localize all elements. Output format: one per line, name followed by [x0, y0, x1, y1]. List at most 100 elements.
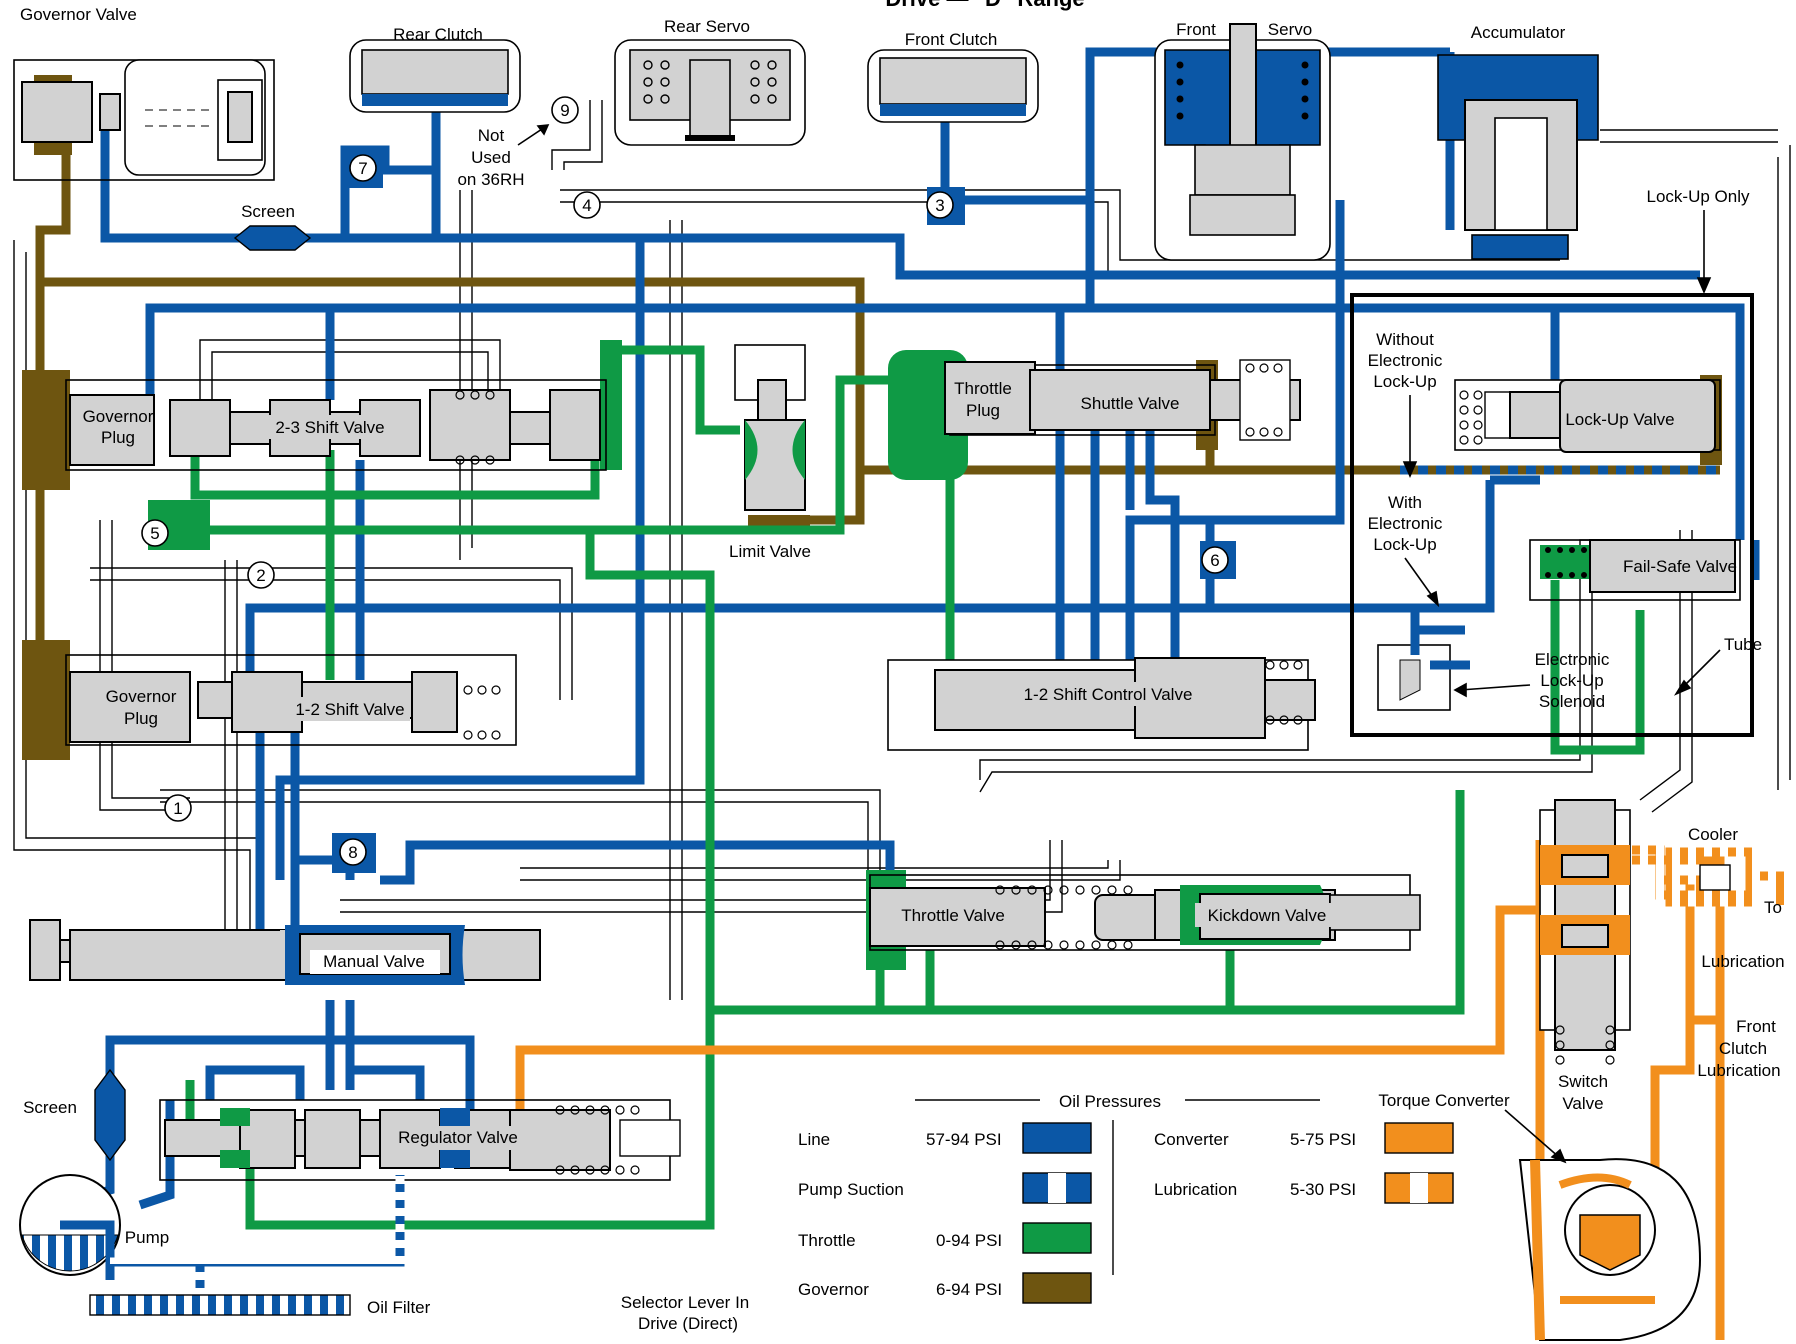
svg-text:Converter: Converter: [1154, 1130, 1229, 1149]
lock-up-only-box: [1350, 293, 1754, 737]
label-screen-bottom: Screen: [23, 1098, 77, 1117]
shuttle-valve: [944, 359, 1301, 441]
legend-item-throttle: Throttle 0-94 PSI: [798, 1222, 1092, 1254]
label-switch-valve-1: Switch: [1558, 1072, 1608, 1091]
svg-text:5-75 PSI: 5-75 PSI: [1290, 1130, 1356, 1149]
label-not-used-1: Not: [478, 126, 505, 145]
label-front-clutch: Front Clutch: [905, 30, 998, 49]
label-servo: Servo: [1268, 20, 1312, 39]
label-shift-control-12: 1-2 Shift Control Valve: [1024, 685, 1193, 704]
svg-text:1: 1: [173, 799, 182, 818]
legend: Oil Pressures Line 57-94 PSI Pump Suctio…: [798, 1092, 1454, 1304]
label-without-elu-2: Electronic: [1368, 351, 1443, 370]
governor-valve-assembly: [13, 59, 275, 181]
svg-text:Throttle: Throttle: [798, 1231, 856, 1250]
label-selector-1: Selector Lever In: [621, 1293, 750, 1312]
svg-text:0-94 PSI: 0-94 PSI: [936, 1231, 1002, 1250]
legend-item-pump-suction: Pump Suction: [798, 1172, 1092, 1204]
label-front-clutch-lub-1: Front: [1736, 1017, 1776, 1036]
label-shift-23: 2-3 Shift Valve: [275, 418, 384, 437]
label-solenoid-2: Lock-Up: [1540, 671, 1603, 690]
electronic-lock-up-solenoid: [1377, 615, 1470, 711]
throttle-passages: [148, 340, 1645, 1230]
label-accumulator: Accumulator: [1471, 23, 1566, 42]
torque-converter: [1518, 1158, 1702, 1341]
label-to-lub-1: To: [1764, 898, 1782, 917]
front-servo: [1154, 23, 1331, 261]
legend-item-lubrication: Lubrication 5-30 PSI: [1154, 1172, 1454, 1204]
label-shift-12: 1-2 Shift Valve: [295, 700, 404, 719]
oil-filter: [89, 1294, 351, 1316]
svg-text:8: 8: [348, 843, 357, 862]
label-kickdown-valve: Kickdown Valve: [1208, 906, 1327, 925]
screen-filter-bottom: [94, 1068, 126, 1162]
screen-filter-top: [233, 225, 312, 251]
svg-text:6: 6: [1210, 551, 1219, 570]
legend-swatch-throttle: [1022, 1222, 1092, 1254]
label-switch-valve-2: Valve: [1562, 1094, 1603, 1113]
check-ball-7: 7: [345, 150, 383, 188]
label-not-used-3: on 36RH: [457, 170, 524, 189]
legend-swatch-governor: [1022, 1272, 1092, 1304]
label-front: Front: [1176, 20, 1216, 39]
label-governor-plug-lower-1: Governor: [106, 687, 177, 706]
legend-title: Oil Pressures: [1059, 1092, 1161, 1111]
svg-text:57-94 PSI: 57-94 PSI: [926, 1130, 1002, 1149]
fail-safe-valve: [1529, 539, 1741, 601]
label-with-elu-3: Lock-Up: [1373, 535, 1436, 554]
label-with-elu-1: With: [1388, 493, 1422, 512]
check-ball-4: 4: [573, 191, 601, 219]
label-regulator-valve: Regulator Valve: [398, 1128, 518, 1147]
label-not-used-2: Used: [471, 148, 511, 167]
legend-item-converter: Converter 5-75 PSI: [1154, 1122, 1454, 1154]
label-screen-top: Screen: [241, 202, 295, 221]
label-tube: Tube: [1724, 635, 1762, 654]
label-selector-2: Drive (Direct): [638, 1314, 738, 1333]
label-lock-up-only: Lock-Up Only: [1647, 187, 1750, 206]
label-limit-valve: Limit Valve: [729, 542, 811, 561]
label-oil-filter: Oil Filter: [367, 1298, 431, 1317]
legend-swatch-converter: [1384, 1122, 1454, 1154]
label-rear-servo: Rear Servo: [664, 17, 750, 36]
label-manual-valve: Manual Valve: [323, 952, 425, 971]
cooler: [1665, 847, 1785, 907]
svg-text:5: 5: [150, 524, 159, 543]
rear-servo: [614, 39, 806, 146]
accumulator: [1437, 54, 1599, 260]
pump-assembly: [19, 1068, 405, 1316]
label-lock-up-valve: Lock-Up Valve: [1565, 410, 1674, 429]
svg-text:6-94 PSI: 6-94 PSI: [936, 1280, 1002, 1299]
svg-text:Line: Line: [798, 1130, 830, 1149]
label-throttle-valve: Throttle Valve: [901, 906, 1005, 925]
label-without-elu-3: Lock-Up: [1373, 372, 1436, 391]
label-cooler: Cooler: [1688, 825, 1738, 844]
svg-text:2: 2: [256, 566, 265, 585]
svg-text:9: 9: [560, 101, 569, 120]
label-torque-converter: Torque Converter: [1378, 1091, 1510, 1110]
svg-text:4: 4: [582, 196, 591, 215]
label-rear-clutch: Rear Clutch: [393, 25, 483, 44]
legend-item-line: Line 57-94 PSI: [798, 1122, 1092, 1154]
check-ball-8: 8: [332, 833, 376, 873]
check-ball-2: 2: [247, 561, 275, 589]
limit-valve: [734, 344, 806, 511]
governor-plug-lower-chamber: [22, 640, 70, 760]
lock-up-valve: [1454, 379, 1721, 453]
label-solenoid-3: Solenoid: [1539, 692, 1605, 711]
check-ball-1: 1: [164, 794, 192, 822]
svg-text:5-30 PSI: 5-30 PSI: [1290, 1180, 1356, 1199]
legend-swatch-line: [1022, 1122, 1092, 1154]
label-front-clutch-lub-2: Clutch: [1719, 1039, 1767, 1058]
label-solenoid-1: Electronic: [1535, 650, 1610, 669]
diagram-title: Drive — "D" Range: [885, 0, 1084, 11]
front-clutch: [867, 49, 1039, 123]
check-ball-9: 9: [551, 96, 579, 124]
component-labels: Governor Valve Rear Clutch Rear Servo Fr…: [20, 5, 1785, 1333]
label-without-elu-1: Without: [1376, 330, 1434, 349]
label-shuttle-valve: Shuttle Valve: [1081, 394, 1180, 413]
manual-valve: [29, 919, 541, 985]
label-fail-safe-valve: Fail-Safe Valve: [1623, 557, 1737, 576]
label-governor-valve: Governor Valve: [20, 5, 137, 24]
